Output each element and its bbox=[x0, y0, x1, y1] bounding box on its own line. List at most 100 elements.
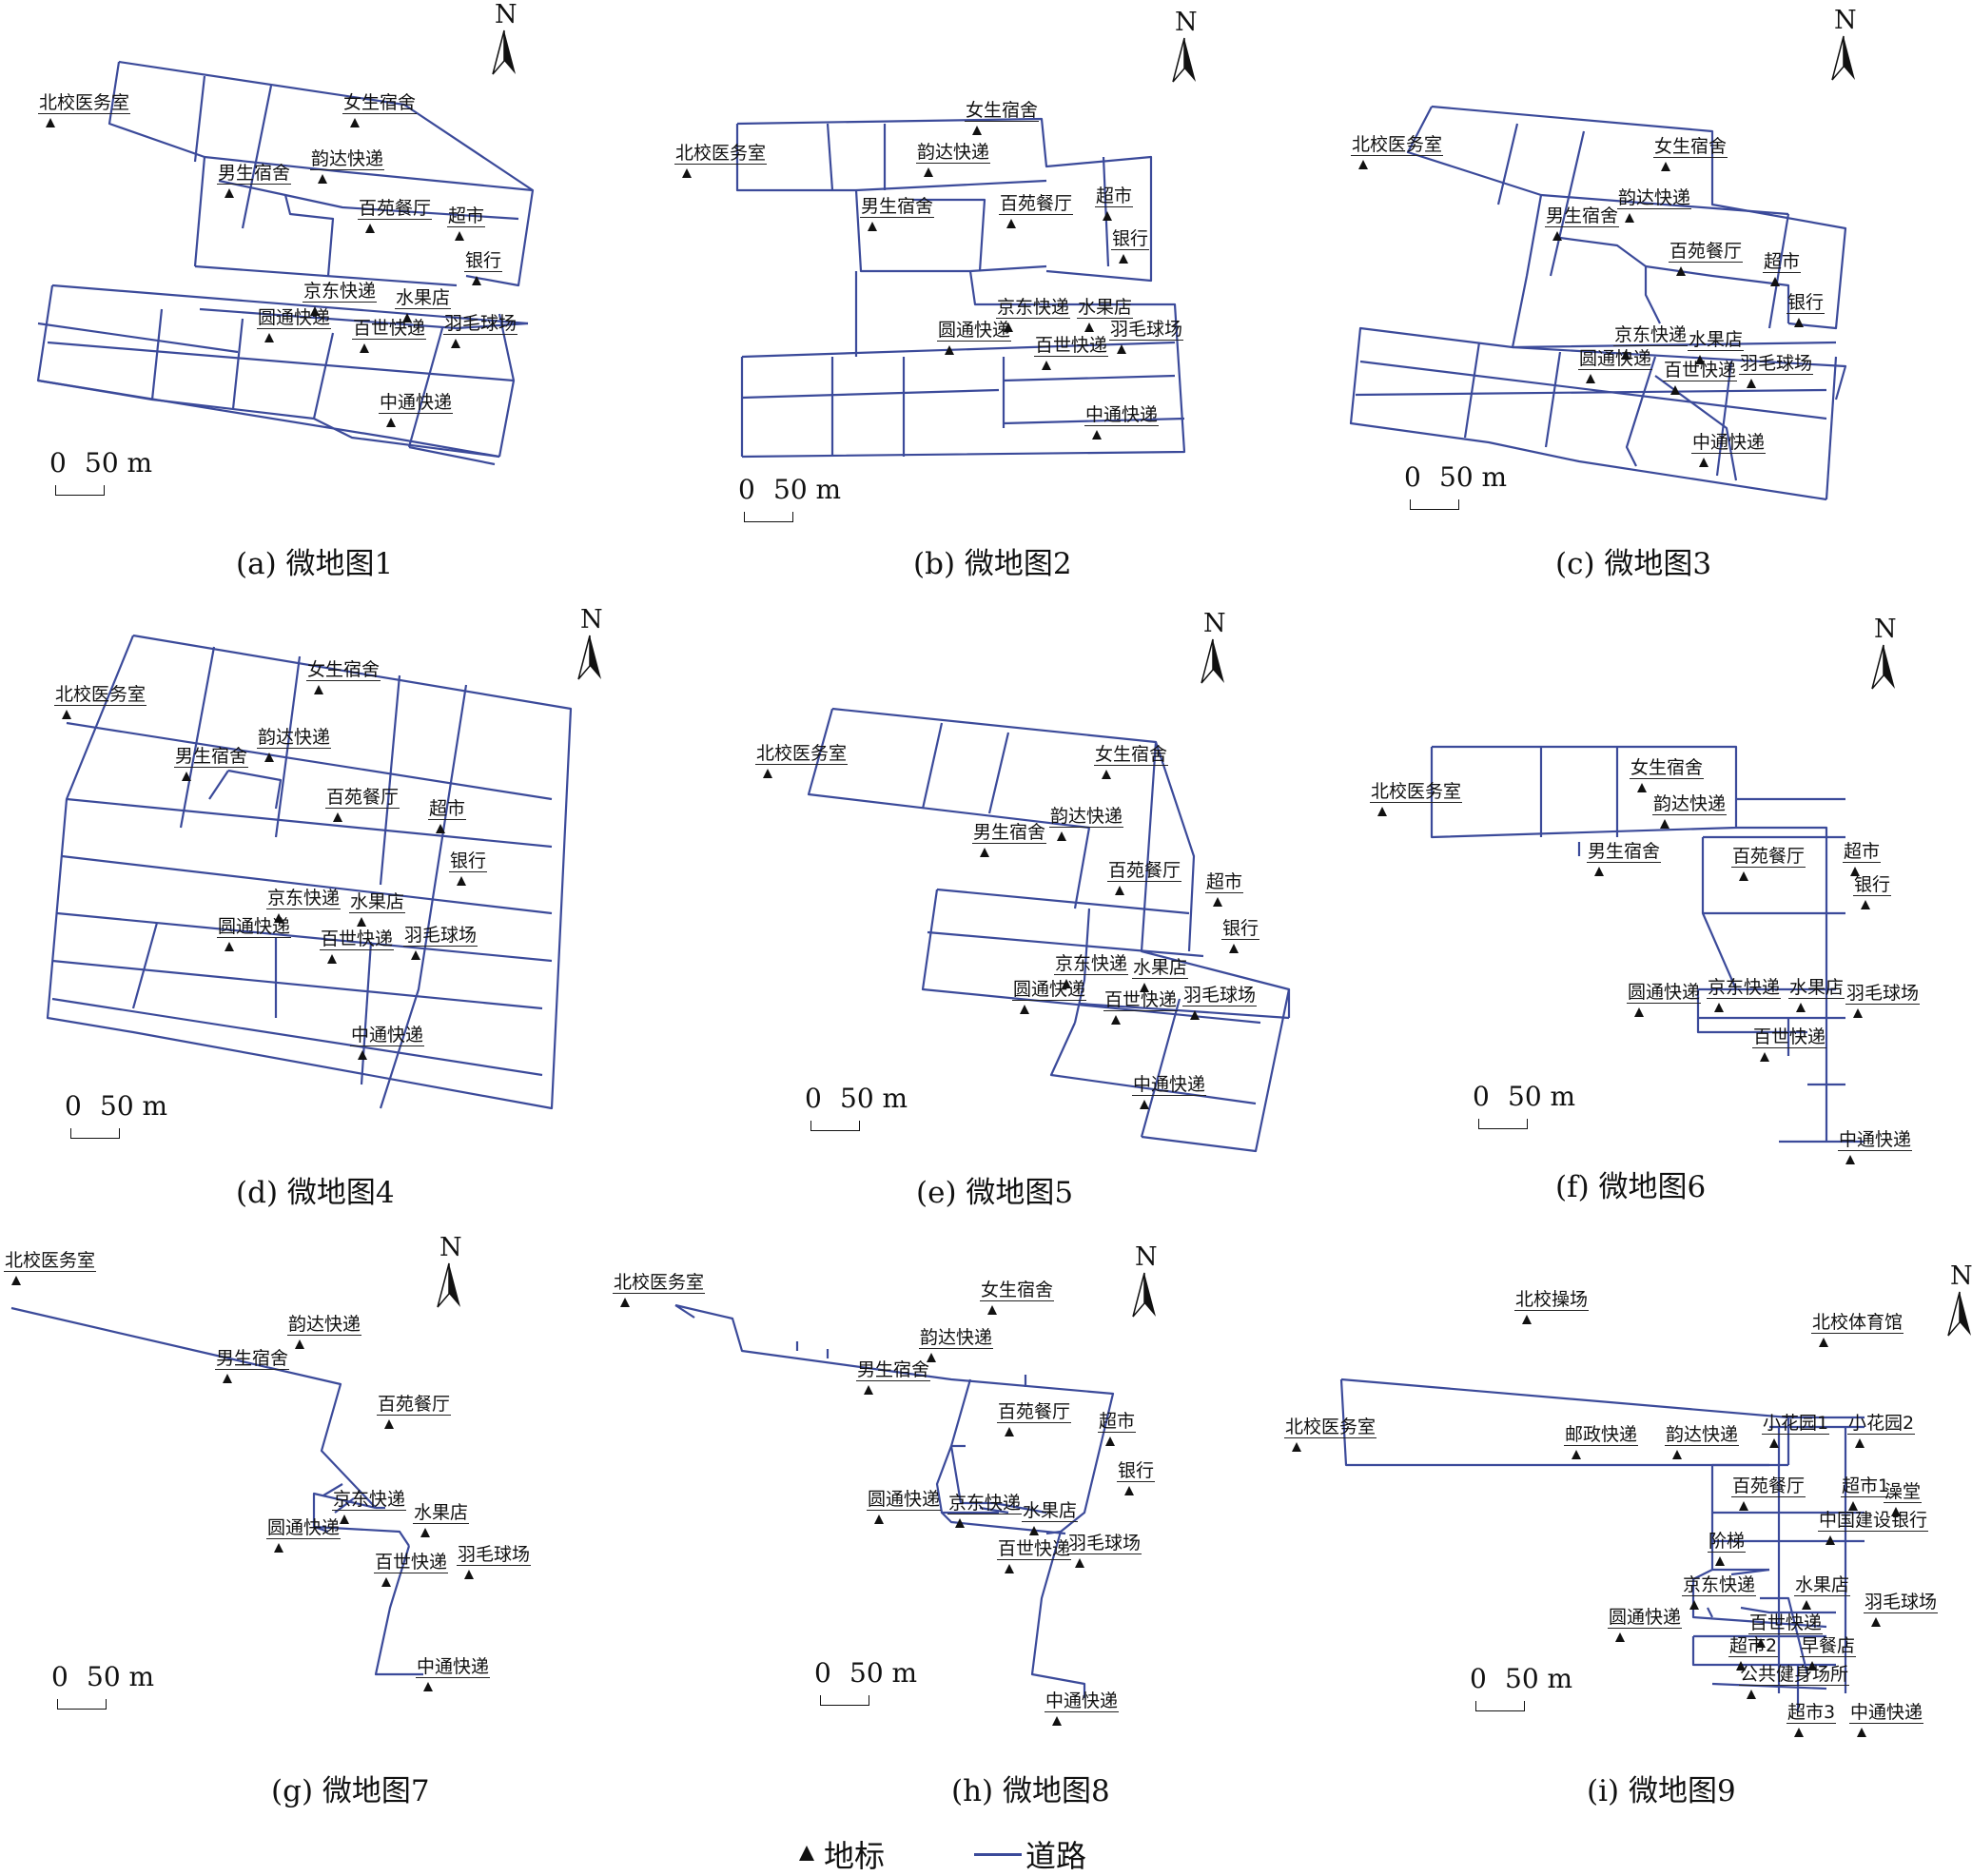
road-segment bbox=[1003, 374, 1176, 382]
landmark-label: 京东快递 bbox=[1682, 1574, 1757, 1596]
road-segment bbox=[936, 888, 1190, 915]
triangle-icon bbox=[1802, 1600, 1811, 1610]
legend-road-label: 道路 bbox=[1025, 1838, 1087, 1874]
road-segment bbox=[1073, 827, 1091, 909]
map-caption: (c) 微地图3 bbox=[1555, 547, 1712, 581]
scale-distance: 50 m bbox=[1439, 461, 1508, 493]
landmark-label: 羽毛球场 bbox=[1109, 319, 1184, 341]
map-caption: (b) 微地图2 bbox=[913, 547, 1072, 581]
triangle-icon bbox=[357, 917, 366, 927]
triangle-icon bbox=[1715, 1556, 1725, 1566]
north-letter: N bbox=[580, 605, 603, 635]
scale-distance: 50 m bbox=[87, 1661, 155, 1692]
landmark-label: 水果店 bbox=[1794, 1574, 1851, 1596]
triangle-icon bbox=[11, 1276, 21, 1285]
scale-zero: 0 bbox=[814, 1657, 831, 1689]
triangle-icon bbox=[1796, 1003, 1806, 1012]
triangle-icon bbox=[682, 168, 692, 178]
triangle-icon bbox=[402, 313, 412, 322]
triangle-icon bbox=[1005, 1427, 1014, 1436]
triangle-icon bbox=[1140, 983, 1149, 992]
triangle-icon bbox=[1594, 867, 1604, 876]
road-segment bbox=[1525, 194, 1543, 277]
road-segment bbox=[741, 270, 1186, 459]
landmark-label: 圆通快递 bbox=[1012, 979, 1087, 1001]
road-segment bbox=[1140, 998, 1181, 1138]
road-segment bbox=[1339, 1378, 1788, 1467]
triangle-icon bbox=[318, 174, 327, 184]
road-segment bbox=[736, 117, 1153, 283]
road-segment bbox=[379, 684, 468, 1109]
road-segment bbox=[193, 75, 206, 163]
triangle-icon bbox=[274, 913, 283, 923]
road-segment bbox=[1696, 987, 1845, 1020]
road-network bbox=[10, 1306, 423, 1676]
landmark-label: 圆通快递 bbox=[937, 320, 1012, 342]
triangle-icon bbox=[1229, 944, 1239, 953]
triangle-icon bbox=[340, 1514, 349, 1524]
landmark-label: 水果店 bbox=[1132, 957, 1189, 979]
landmark-label: 超市 bbox=[1205, 871, 1244, 893]
landmark-label: 阶梯 bbox=[1708, 1531, 1747, 1553]
landmark-label: 女生宿舍 bbox=[342, 92, 418, 114]
triangle-icon bbox=[451, 339, 460, 348]
landmark-label: 女生宿舍 bbox=[1094, 744, 1169, 766]
triangle-icon bbox=[1699, 458, 1708, 467]
road-segment bbox=[36, 284, 500, 459]
triangle-icon bbox=[1522, 1315, 1532, 1324]
triangle-icon bbox=[799, 1846, 814, 1861]
scale-distance: 50 m bbox=[1505, 1663, 1573, 1694]
triangle-icon bbox=[980, 848, 989, 857]
map-caption: (e) 微地图5 bbox=[916, 1176, 1074, 1210]
triangle-icon bbox=[386, 418, 396, 427]
triangle-icon bbox=[1850, 867, 1860, 876]
triangle-icon bbox=[225, 942, 234, 951]
triangle-icon bbox=[1670, 385, 1680, 395]
road-segment bbox=[1691, 1569, 1827, 1629]
landmark-label: 北校体育馆 bbox=[1811, 1312, 1904, 1334]
scale-distance: 50 m bbox=[840, 1083, 908, 1114]
scale-distance: 50 m bbox=[849, 1657, 918, 1689]
landmark-label: 超市 bbox=[447, 205, 486, 227]
road-segment bbox=[1710, 1463, 1769, 1572]
road-network bbox=[674, 1303, 1115, 1698]
landmark-label: 中通快递 bbox=[1132, 1074, 1207, 1096]
road-segment bbox=[741, 388, 1000, 400]
landmark-label: 京东快递 bbox=[1613, 324, 1689, 346]
triangle-icon bbox=[955, 1518, 965, 1528]
north-letter: N bbox=[1203, 609, 1226, 638]
landmark-label: 北校医务室 bbox=[674, 143, 768, 165]
triangle-icon bbox=[1006, 219, 1016, 228]
landmark-label: 韵达快递 bbox=[310, 148, 385, 170]
triangle-icon bbox=[1119, 254, 1128, 264]
triangle-icon bbox=[1660, 819, 1669, 829]
landmark-label: 超市2 bbox=[1728, 1635, 1779, 1657]
landmark-label: 韵达快递 bbox=[1049, 806, 1124, 828]
road-segment bbox=[1825, 356, 1838, 500]
map-caption: (a) 微地图1 bbox=[236, 547, 394, 581]
road-segment bbox=[274, 655, 302, 838]
micro-map-panel-2: 北校医务室女生宿舍韵达快递男生宿舍百苑餐厅超市银行京东快递水果店圆通快递百世快递… bbox=[656, 0, 1313, 628]
triangle-icon bbox=[384, 1419, 394, 1429]
north-arrow-shape bbox=[1831, 35, 1855, 81]
landmark-label: 圆通快递 bbox=[217, 916, 292, 938]
map-caption: (d) 微地图4 bbox=[236, 1176, 395, 1210]
road-segment bbox=[1073, 908, 1091, 1024]
road-segment bbox=[51, 997, 543, 1077]
landmark-label: 水果店 bbox=[1022, 1500, 1079, 1522]
triangle-icon bbox=[327, 954, 337, 964]
road-segment bbox=[1559, 236, 1661, 324]
road-network bbox=[36, 60, 535, 466]
landmark-label: 超市 bbox=[1098, 1411, 1137, 1433]
road-segment bbox=[1544, 351, 1562, 448]
road-segment bbox=[1549, 130, 1586, 277]
triangle-icon bbox=[264, 333, 274, 342]
road-segment bbox=[360, 941, 373, 1085]
triangle-icon bbox=[1052, 1716, 1062, 1726]
landmark-label: 百世快递 bbox=[352, 318, 427, 340]
landmark-label: 北校医务室 bbox=[54, 684, 147, 706]
landmark-label: 水果店 bbox=[1788, 977, 1845, 999]
